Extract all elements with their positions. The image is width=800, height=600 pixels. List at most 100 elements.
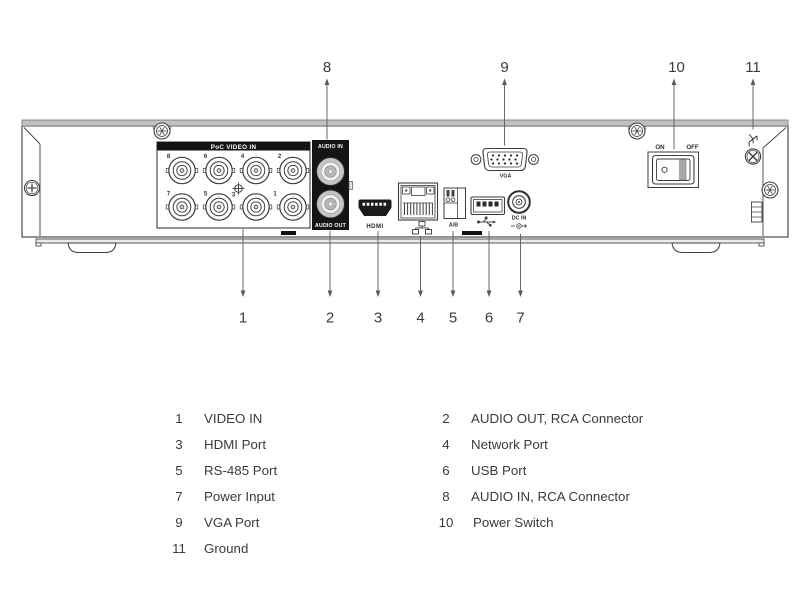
legend-number: 3 — [175, 437, 182, 452]
power-off-label: OFF — [686, 144, 699, 151]
switch-rocker-bar — [679, 159, 687, 181]
callout-number: 7 — [516, 310, 524, 327]
legend-number: 11 — [172, 541, 186, 556]
rca-connector-icon — [316, 157, 345, 186]
legend-number: 4 — [442, 437, 449, 452]
rs485-pin — [446, 190, 450, 197]
legend-label: Ground — [204, 541, 248, 556]
legend: 1 VIDEO IN 3 HDMI Port 5 RS-485 Port 7 P… — [172, 411, 644, 556]
network-icon — [412, 221, 432, 235]
legend-label: AUDIO IN, RCA Connector — [471, 489, 630, 504]
usb-port — [470, 196, 506, 227]
video-in-header-label: PoC VIDEO IN — [211, 144, 257, 151]
legend-label: Power Switch — [473, 515, 554, 530]
bnc-grid — [165, 156, 310, 221]
vga-port: VGA — [470, 147, 539, 180]
rs485-label: A/B — [449, 223, 458, 229]
legend-number: 10 — [439, 515, 454, 530]
legend-number: 9 — [175, 515, 182, 530]
chassis-top-edge — [21, 119, 789, 127]
rs485-pin — [451, 190, 455, 197]
ground-screw-icon — [744, 148, 762, 165]
legend-number: 2 — [442, 411, 449, 426]
bnc-connector-icon — [202, 156, 236, 185]
callout-number: 9 — [500, 59, 508, 76]
left-bevel — [23, 127, 41, 145]
legend-number: 8 — [442, 489, 449, 504]
foot-right — [671, 242, 721, 253]
screw-icon — [628, 122, 646, 140]
bnc-number: 3 — [232, 193, 236, 199]
bnc-number: 6 — [204, 154, 208, 160]
bottom-notch — [462, 231, 482, 235]
base-hook-left — [35, 242, 42, 247]
legend-label: HDMI Port — [204, 437, 266, 452]
legend-label: Network Port — [471, 437, 548, 452]
callout-number: 4 — [416, 310, 424, 327]
dc-in-jack: DC IN — [507, 190, 531, 229]
bnc-number: 5 — [204, 192, 208, 198]
power-switch: ON OFF — [647, 144, 699, 188]
bnc-connector-icon — [276, 193, 310, 221]
callout-number: 1 — [239, 310, 247, 327]
bnc-connector-icon — [239, 156, 273, 185]
ground-point-icon — [232, 182, 245, 195]
bnc-number: 2 — [278, 154, 282, 160]
callout-number: 5 — [449, 310, 457, 327]
callout-number: 8 — [323, 59, 331, 76]
legend-number: 1 — [175, 411, 182, 426]
ground-icon — [748, 133, 758, 147]
base-hook-right — [758, 242, 765, 247]
hdmi-connector-icon — [358, 199, 392, 216]
legend-label: VIDEO IN — [204, 411, 262, 426]
legend-label: USB Port — [471, 463, 527, 478]
screw-icon — [153, 122, 171, 140]
power-on-label: ON — [655, 144, 665, 151]
screw-icon — [23, 179, 41, 197]
screw-icon — [761, 181, 779, 199]
right-bevel — [762, 127, 787, 149]
bnc-connector-icon — [165, 193, 199, 221]
audio-section: AUDIO IN AUDIO OUT — [312, 140, 353, 230]
dc-polarity-icon — [511, 223, 527, 229]
ground-terminal — [744, 133, 762, 165]
vga-pins — [490, 154, 519, 165]
bottom-notch — [281, 231, 296, 235]
audio-out-label: AUDIO OUT — [315, 223, 347, 229]
video-in-header-bar — [157, 142, 310, 151]
foot-left — [67, 242, 117, 253]
video-in-section: PoC VIDEO IN — [156, 141, 311, 229]
base-bar — [35, 238, 765, 244]
audio-in-label: AUDIO IN — [318, 144, 343, 150]
audio-side-tab — [348, 181, 353, 190]
vent-ridge — [751, 201, 763, 223]
rca-connector-icon — [316, 189, 345, 219]
callout-number: 3 — [374, 310, 382, 327]
bnc-number: 4 — [241, 154, 245, 160]
bnc-connector-icon — [239, 193, 273, 221]
network-port — [397, 182, 439, 235]
legend-label: RS-485 Port — [204, 463, 277, 478]
callout-number: 2 — [326, 310, 334, 327]
bnc-number: 1 — [273, 192, 277, 198]
callout-number: 10 — [668, 59, 685, 76]
callout-number: 11 — [745, 59, 761, 76]
callouts-top: 8 9 10 11 — [323, 59, 761, 150]
legend-number: 7 — [175, 489, 182, 504]
legend-label: VGA Port — [204, 515, 260, 530]
legend-label: AUDIO OUT, RCA Connector — [471, 411, 644, 426]
vga-label: VGA — [500, 174, 512, 180]
dc-in-label: DC IN — [512, 216, 527, 222]
rj45-pins — [404, 203, 433, 215]
legend-number: 5 — [175, 463, 182, 478]
legend-number: 6 — [442, 463, 449, 478]
bnc-number: 7 — [167, 192, 171, 198]
hdmi-port: HDMI — [358, 199, 392, 230]
rs485-port: A/B — [443, 187, 466, 229]
callouts-bottom: 1 2 3 4 5 6 7 — [239, 229, 525, 327]
legend-label: Power Input — [204, 489, 275, 504]
callout-number: 6 — [485, 310, 493, 327]
bnc-connector-icon — [165, 156, 199, 185]
bnc-number: 8 — [167, 154, 171, 160]
